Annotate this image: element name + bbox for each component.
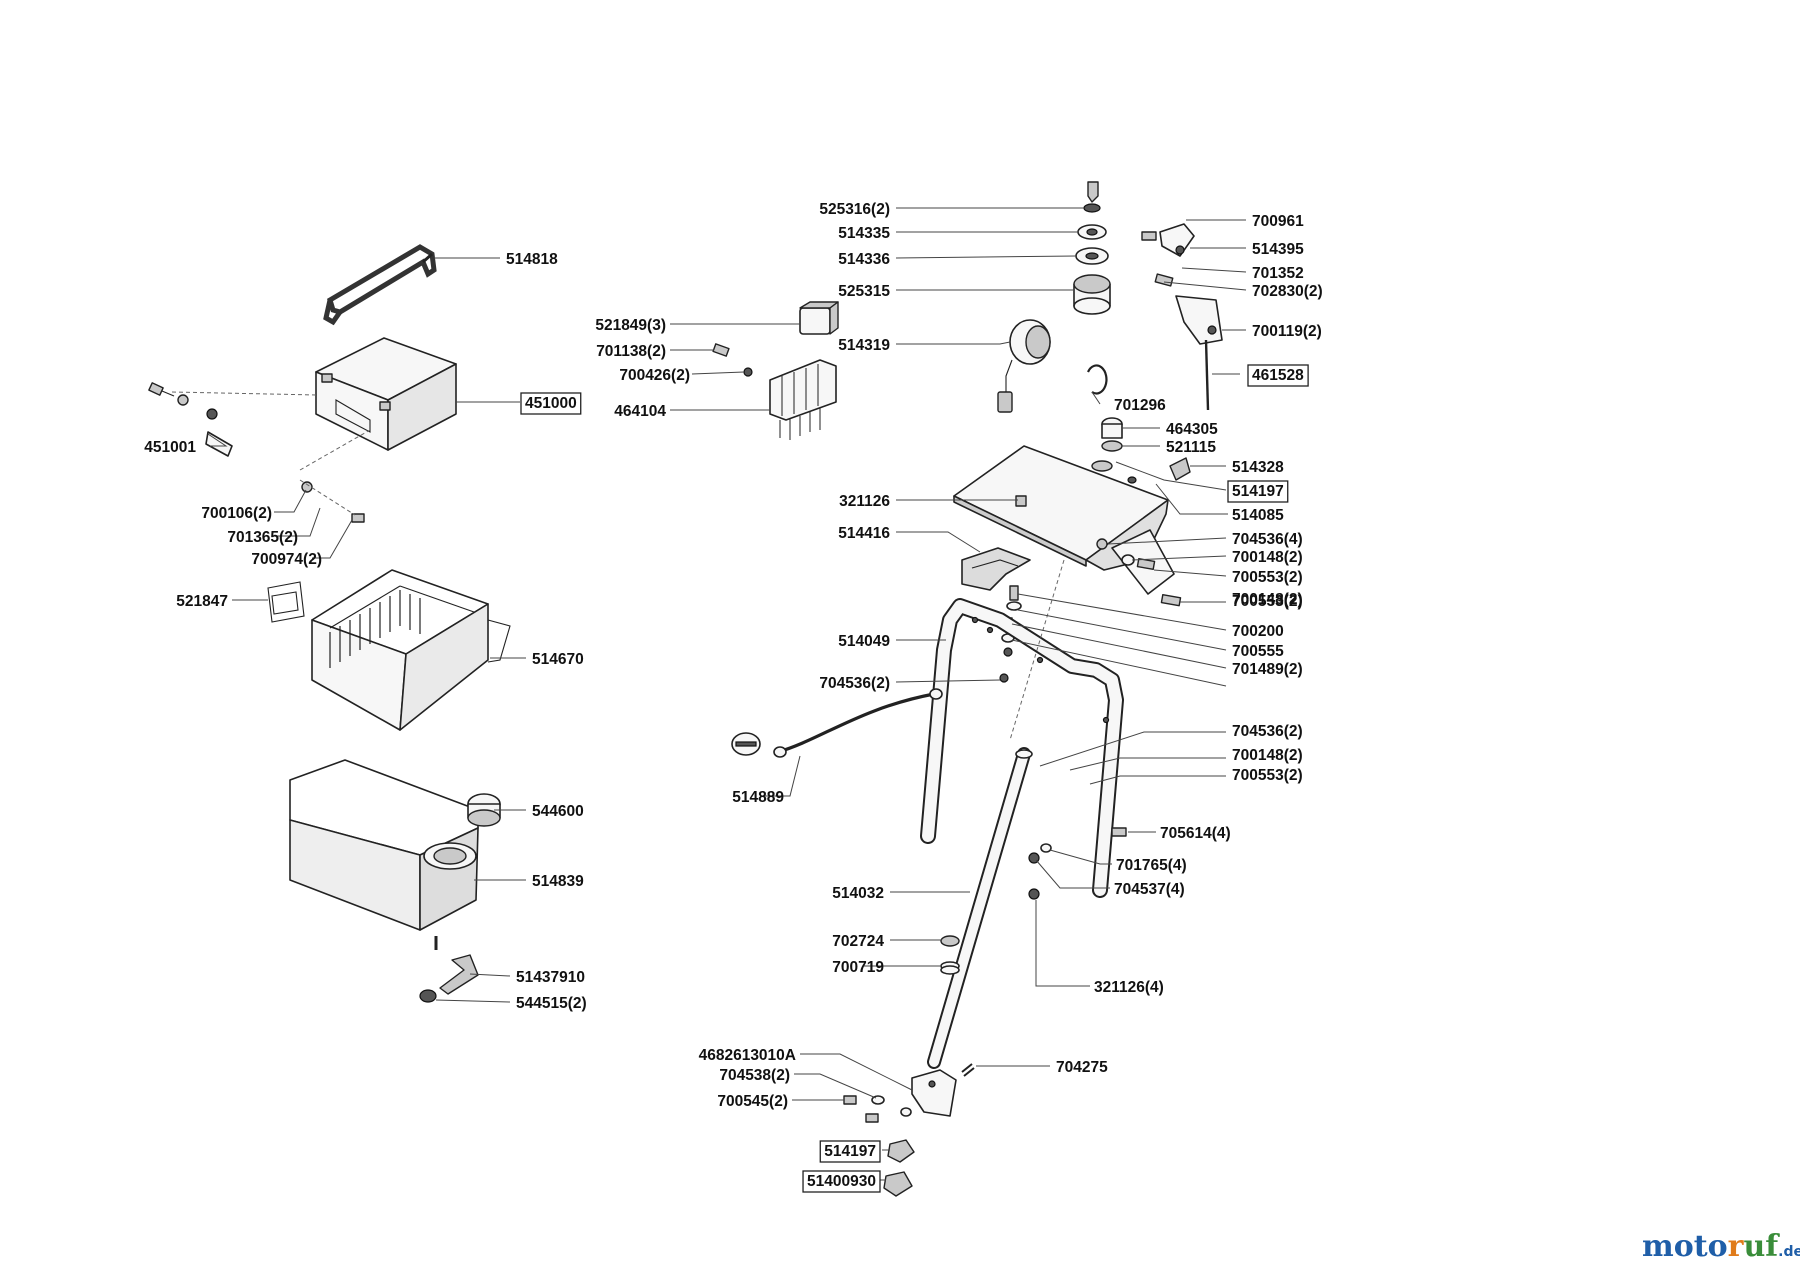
battery-drawing [315,337,457,451]
part-label-514197: 514197 [1232,483,1284,500]
part-label-464305: 464305 [1166,421,1218,438]
fuse-block-drawing [712,343,837,440]
part-label-525315: 525315 [838,283,890,300]
part-label-box-451000 [520,392,582,415]
part-label-700553-2: 700553(2) [1232,569,1303,586]
part-label-700200: 700200 [1232,623,1284,640]
part-label-514032: 514032 [832,885,884,902]
steering-rod-drawing [927,559,1065,1069]
part-label-4682613010a: 4682613010A [699,1047,796,1064]
part-label-701765-4: 701765(4) [1116,857,1187,874]
handle-frame-drawing [920,598,1124,898]
part-label-box-461528 [1247,364,1309,387]
dashboard-panel-drawing [953,445,1175,595]
part-label-700106-2: 700106(2) [201,505,272,522]
part-label-box-514197 [1227,480,1289,503]
ground-cable-drawing [731,688,943,758]
holder-drawing [961,547,1031,591]
battery-tray-drawing [311,569,511,731]
part-label-514670: 514670 [532,651,584,668]
lower-bracket-drawing [843,1063,975,1197]
part-label-702830-2: 702830(2) [1252,283,1323,300]
ignition-switch-drawing [1073,181,1111,315]
part-label-700148-2-dup: 700148(2) [1232,747,1303,764]
part-label-461528: 461528 [1252,367,1304,384]
part-label-521847: 521847 [176,593,228,610]
part-label-321126-4: 321126(4) [1094,979,1164,996]
part-label-544600: 544600 [532,803,584,820]
part-label-51400930: 51400930 [807,1173,876,1190]
part-label-521115: 521115 [1166,439,1216,456]
part-label-704538-2: 704538(2) [719,1067,790,1084]
part-label-700119-2: 700119(2) [1252,323,1322,340]
lever-bracket-drawing [1141,223,1223,411]
battery-hardware-drawing [148,382,371,523]
part-label-704536-4: 704536(4) [1232,531,1303,548]
part-label-702724: 702724 [832,933,884,950]
part-label-514335: 514335 [838,225,890,242]
part-label-box-514197 [819,1140,881,1163]
part-label-514197-dup: 514197 [824,1143,876,1160]
relay-drawing [799,301,839,335]
part-label-700148-2: 700148(2) [1232,549,1303,566]
part-label-box-51400930 [802,1170,881,1193]
part-label-521849-3: 521849(3) [595,317,666,334]
part-label-704536-2: 704536(2) [819,675,890,692]
battery-strap-drawing [323,244,437,326]
watermark-logo: motoruf.de [1642,1229,1800,1264]
part-label-514416: 514416 [838,525,890,542]
part-label-51437910: 51437910 [516,969,585,986]
part-label-514839: 514839 [532,873,584,890]
part-label-514085: 514085 [1232,507,1284,524]
part-label-700719: 700719 [832,959,884,976]
part-label-464104: 464104 [614,403,666,420]
part-label-701365-2: 701365(2) [227,529,298,546]
part-label-700545-2: 700545(2) [717,1093,788,1110]
part-label-514395: 514395 [1252,241,1304,258]
part-label-514818: 514818 [506,251,558,268]
part-label-701296: 701296 [1114,397,1166,414]
part-label-451001: 451001 [144,439,196,456]
part-label-514319: 514319 [838,337,890,354]
panel-parts-drawing [1101,417,1191,481]
part-labels: 514818 451000 451001 700106(2) 701365(2) 7009… [144,201,1323,1193]
part-label-514328: 514328 [1232,459,1284,476]
clamp-drawing [267,581,305,623]
part-label-704537-4: 704537(4) [1114,881,1185,898]
part-label-514049: 514049 [838,633,890,650]
part-label-700555: 700555 [1232,643,1284,660]
part-label-700974-2: 700974(2) [251,551,322,568]
part-label-700553-2-dup: 700553(2) [1232,593,1303,610]
svg-text:motoruf.de: motoruf.de [1642,1229,1800,1264]
part-label-705614-4: 705614(4) [1160,825,1231,842]
part-label-700961: 700961 [1252,213,1304,230]
part-label-321126: 321126 [839,493,890,510]
leader-lines [207,207,1247,1181]
part-label-701138-2: 701138(2) [596,343,666,360]
part-label-525316-2: 525316(2) [819,201,890,218]
part-label-704275: 704275 [1056,1059,1108,1076]
part-label-451000: 451000 [525,395,577,412]
part-label-700553-2-dup: 700553(2) [1232,767,1303,784]
part-label-514336: 514336 [838,251,890,268]
part-label-701352: 701352 [1252,265,1304,282]
part-label-700148-2-dup: 700148(2) [1232,591,1303,608]
part-label-704536-2-dup: 704536(2) [1232,723,1303,740]
fluid-tank-drawing [289,759,501,1003]
part-label-700426-2: 700426(2) [619,367,690,384]
hour-meter-drawing [997,319,1108,413]
part-label-514889: 514889 [732,789,784,806]
part-label-701489-2: 701489(2) [1232,661,1303,678]
part-label-544515-2: 544515(2) [516,995,587,1012]
